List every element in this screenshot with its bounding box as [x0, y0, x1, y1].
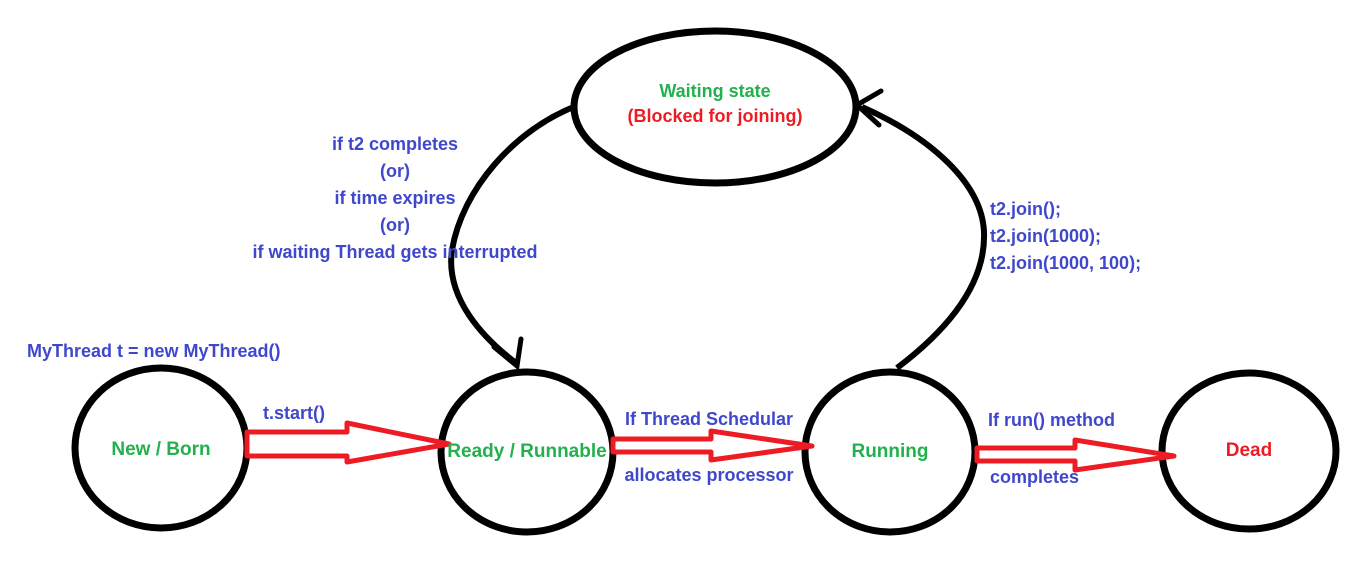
- join-line-3: t2.join(1000, 100);: [990, 253, 1142, 273]
- t-start-label: t.start(): [263, 403, 325, 423]
- dead-label: Dead: [1225, 440, 1273, 461]
- start-arrow: [244, 420, 452, 465]
- scheduler-label-line-1: If Thread Schedular: [624, 409, 794, 429]
- waiting-exit-curve-arrow: [448, 103, 578, 371]
- waiting-exit-label: if t2 completes (or) if time expires (or…: [225, 131, 565, 266]
- waiting-state-line-2: (Blocked for joining): [627, 106, 803, 126]
- waiting-exit-line-1: if t2 completes: [331, 134, 459, 154]
- waiting-exit-line-3: if time expires: [334, 188, 456, 208]
- running-label: Running: [851, 441, 929, 462]
- waiting-entry-curve-arrow: [852, 88, 988, 371]
- completes-arrow: [974, 437, 1177, 473]
- ready-runnable-label: Ready / Runnable: [447, 441, 607, 462]
- join-line-2: t2.join(1000);: [990, 226, 1102, 246]
- constructor-note: MyThread t = new MyThread(): [27, 341, 281, 361]
- run-completes-label-line-2: completes: [990, 467, 1080, 487]
- scheduler-arrow: [610, 428, 815, 463]
- waiting-exit-line-2: (or): [380, 161, 410, 181]
- join-line-1: t2.join();: [990, 199, 1061, 219]
- scheduler-label-line-2: allocates processor: [624, 465, 794, 485]
- run-completes-label-line-1: If run() method: [988, 410, 1115, 430]
- waiting-exit-line-4: (or): [380, 215, 410, 235]
- dead-circle: [1158, 369, 1340, 533]
- join-label: t2.join(); t2.join(1000); t2.join(1000, …: [990, 196, 1141, 277]
- waiting-exit-line-5: if waiting Thread gets interrupted: [252, 242, 538, 262]
- waiting-state-label: Waiting state (Blocked for joining): [595, 79, 835, 129]
- waiting-state-line-1: Waiting state: [659, 81, 771, 101]
- new-born-label: New / Born: [111, 439, 211, 460]
